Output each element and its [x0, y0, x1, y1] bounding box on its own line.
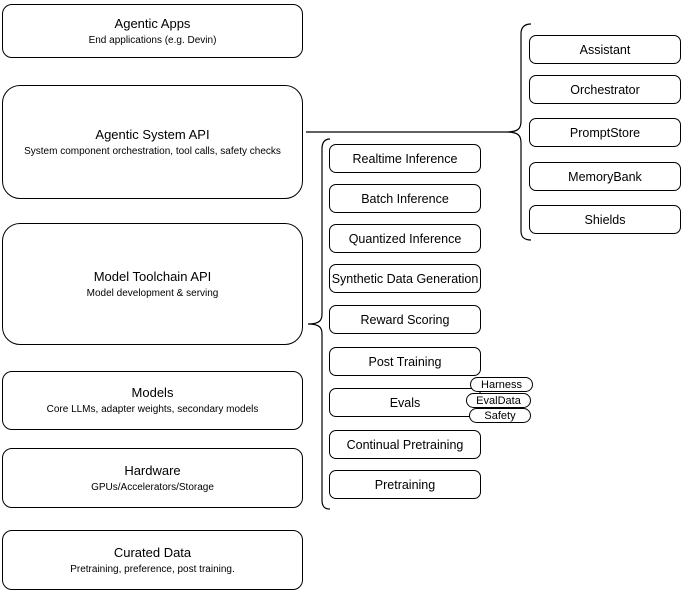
right-column-brace — [505, 23, 532, 241]
node-subtitle: End applications (e.g. Devin) — [88, 34, 217, 46]
node-continual-pretraining[interactable]: Continual Pretraining — [329, 430, 481, 459]
node-promptstore[interactable]: PromptStore — [529, 118, 681, 147]
tag-label: Safety — [484, 409, 516, 422]
tag-evaldata[interactable]: EvalData — [466, 393, 531, 408]
node-subtitle: GPUs/Accelerators/Storage — [91, 481, 214, 493]
node-subtitle: Pretraining, preference, post training. — [70, 563, 235, 575]
node-memorybank[interactable]: MemoryBank — [529, 162, 681, 191]
node-assistant[interactable]: Assistant — [529, 35, 681, 64]
node-orchestrator[interactable]: Orchestrator — [529, 75, 681, 104]
node-realtime-inference[interactable]: Realtime Inference — [329, 144, 481, 173]
node-label: Shields — [584, 212, 626, 227]
node-label: Pretraining — [374, 477, 436, 492]
node-batch-inference[interactable]: Batch Inference — [329, 184, 481, 213]
node-label: Reward Scoring — [360, 312, 450, 327]
tag-safety[interactable]: Safety — [469, 408, 531, 423]
node-subtitle: Model development & serving — [86, 287, 219, 299]
node-label: Quantized Inference — [348, 231, 462, 246]
node-title: Model Toolchain API — [93, 268, 212, 284]
node-label: Assistant — [579, 42, 631, 57]
node-title: Hardware — [124, 462, 181, 478]
node-label: Batch Inference — [361, 191, 449, 206]
node-evals[interactable]: Evals — [329, 388, 481, 417]
node-label: Continual Pretraining — [346, 437, 464, 452]
node-synthetic-data-generation[interactable]: Synthetic Data Generation — [329, 264, 481, 293]
node-agentic-system-api[interactable]: Agentic System API System component orch… — [2, 85, 303, 199]
node-label: PromptStore — [569, 125, 641, 140]
tag-label: EvalData — [476, 394, 521, 407]
node-model-toolchain-api[interactable]: Model Toolchain API Model development & … — [2, 223, 303, 345]
node-shields[interactable]: Shields — [529, 205, 681, 234]
node-models[interactable]: Models Core LLMs, adapter weights, secon… — [2, 371, 303, 430]
node-subtitle: Core LLMs, adapter weights, secondary mo… — [46, 404, 259, 415]
node-label: Realtime Inference — [352, 151, 458, 166]
node-agentic-apps[interactable]: Agentic Apps End applications (e.g. Devi… — [2, 4, 303, 58]
node-pretraining[interactable]: Pretraining — [329, 470, 481, 499]
node-label: Orchestrator — [570, 82, 640, 97]
node-label: MemoryBank — [568, 169, 642, 184]
node-subtitle: System component orchestration, tool cal… — [24, 145, 281, 157]
node-label: Evals — [389, 395, 421, 410]
node-title: Agentic System API — [95, 126, 210, 142]
middle-column-brace — [307, 138, 331, 510]
node-title: Agentic Apps — [114, 15, 191, 31]
tag-harness[interactable]: Harness — [470, 377, 533, 392]
node-label: Synthetic Data Generation — [331, 271, 479, 286]
node-post-training[interactable]: Post Training — [329, 347, 481, 376]
node-quantized-inference[interactable]: Quantized Inference — [329, 224, 481, 253]
tag-label: Harness — [481, 378, 522, 391]
node-title: Curated Data — [113, 544, 192, 560]
node-reward-scoring[interactable]: Reward Scoring — [329, 305, 481, 334]
node-curated-data[interactable]: Curated Data Pretraining, preference, po… — [2, 530, 303, 590]
node-title: Models — [131, 385, 174, 400]
node-hardware[interactable]: Hardware GPUs/Accelerators/Storage — [2, 448, 303, 508]
node-label: Post Training — [368, 354, 442, 369]
